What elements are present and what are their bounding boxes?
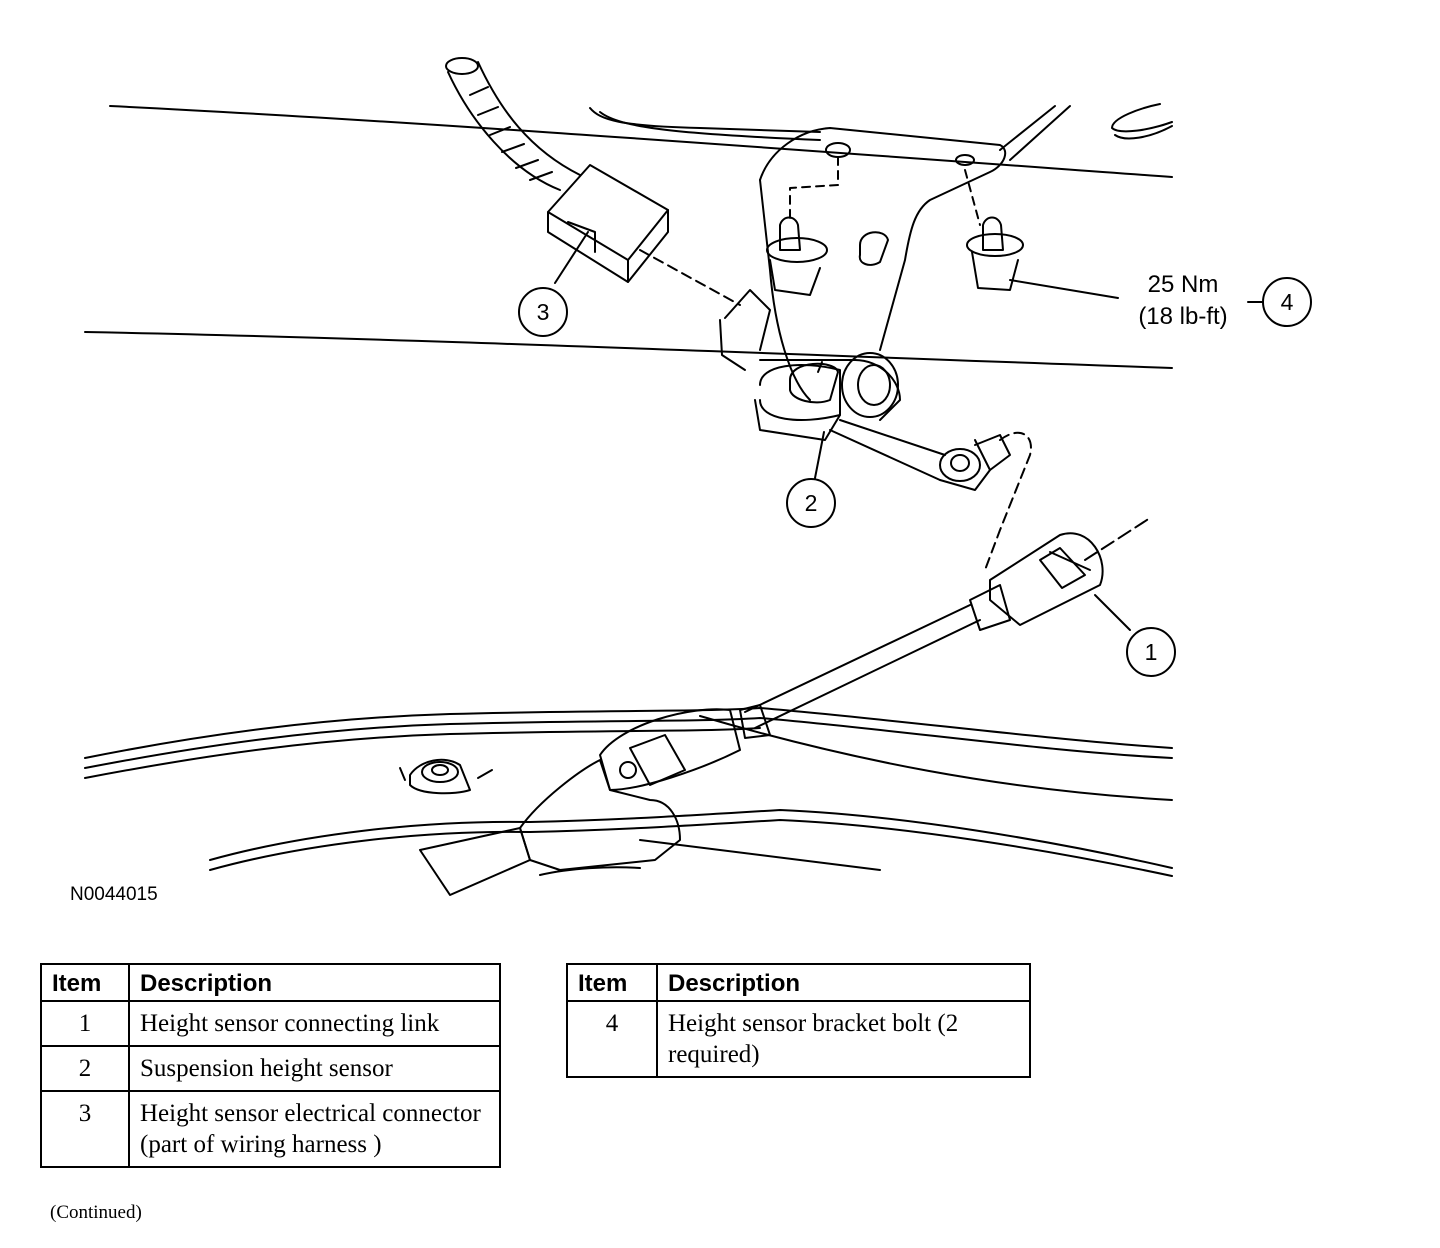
height-sensor-illustration: 3 2 1 4 25 Nm (18 lb-ft) [84, 57, 1312, 896]
svg-text:3: 3 [537, 299, 550, 325]
header-item: Item [566, 963, 658, 1002]
electrical-connector [547, 164, 741, 306]
callout-2: 2 [786, 478, 836, 528]
bracket-bolt [966, 216, 1024, 291]
frame-lines [84, 103, 1173, 877]
table-header-row: Item Description [566, 963, 1031, 1002]
continued-note: (Continued) [50, 1202, 142, 1223]
item-number: 2 [40, 1045, 130, 1092]
callout-3: 3 [518, 287, 568, 337]
suspension-height-sensor [719, 289, 1011, 491]
table-row: 1 Height sensor connecting link [40, 1000, 501, 1047]
legend-table-left: Item Description 1 Height sensor connect… [40, 963, 501, 1168]
table-row: 4 Height sensor bracket bolt (2 required… [566, 1000, 1031, 1078]
table-row: 3 Height sensor electrical connector (pa… [40, 1090, 501, 1168]
item-description: Height sensor electrical connector (part… [128, 1090, 501, 1168]
header-description: Description [656, 963, 1031, 1002]
wiring-harness [445, 57, 581, 191]
table-row: 2 Suspension height sensor [40, 1045, 501, 1092]
item-number: 3 [40, 1090, 130, 1168]
torque-nm-label: 25 Nm [1148, 271, 1219, 298]
svg-text:2: 2 [805, 490, 818, 516]
item-number: 4 [566, 1000, 658, 1078]
callout-4: 4 [1262, 277, 1312, 327]
svg-text:4: 4 [1281, 289, 1294, 315]
torque-lbft-label: (18 lb-ft) [1138, 303, 1227, 330]
callout-leaders [554, 231, 1263, 631]
item-description: Height sensor bracket bolt (2 required) [656, 1000, 1031, 1078]
header-description: Description [128, 963, 501, 1002]
header-item: Item [40, 963, 130, 1002]
sensor-bracket [759, 127, 1007, 401]
callout-1: 1 [1126, 627, 1176, 677]
item-number: 1 [40, 1000, 130, 1047]
item-description: Height sensor connecting link [128, 1000, 501, 1047]
item-description: Suspension height sensor [128, 1045, 501, 1092]
figure-id-label: N0044015 [70, 884, 158, 905]
legend-table-right: Item Description 4 Height sensor bracket… [566, 963, 1031, 1078]
svg-text:1: 1 [1145, 639, 1158, 665]
table-header-row: Item Description [40, 963, 501, 1002]
bracket-bolt [766, 216, 828, 296]
connecting-link [399, 431, 1151, 896]
